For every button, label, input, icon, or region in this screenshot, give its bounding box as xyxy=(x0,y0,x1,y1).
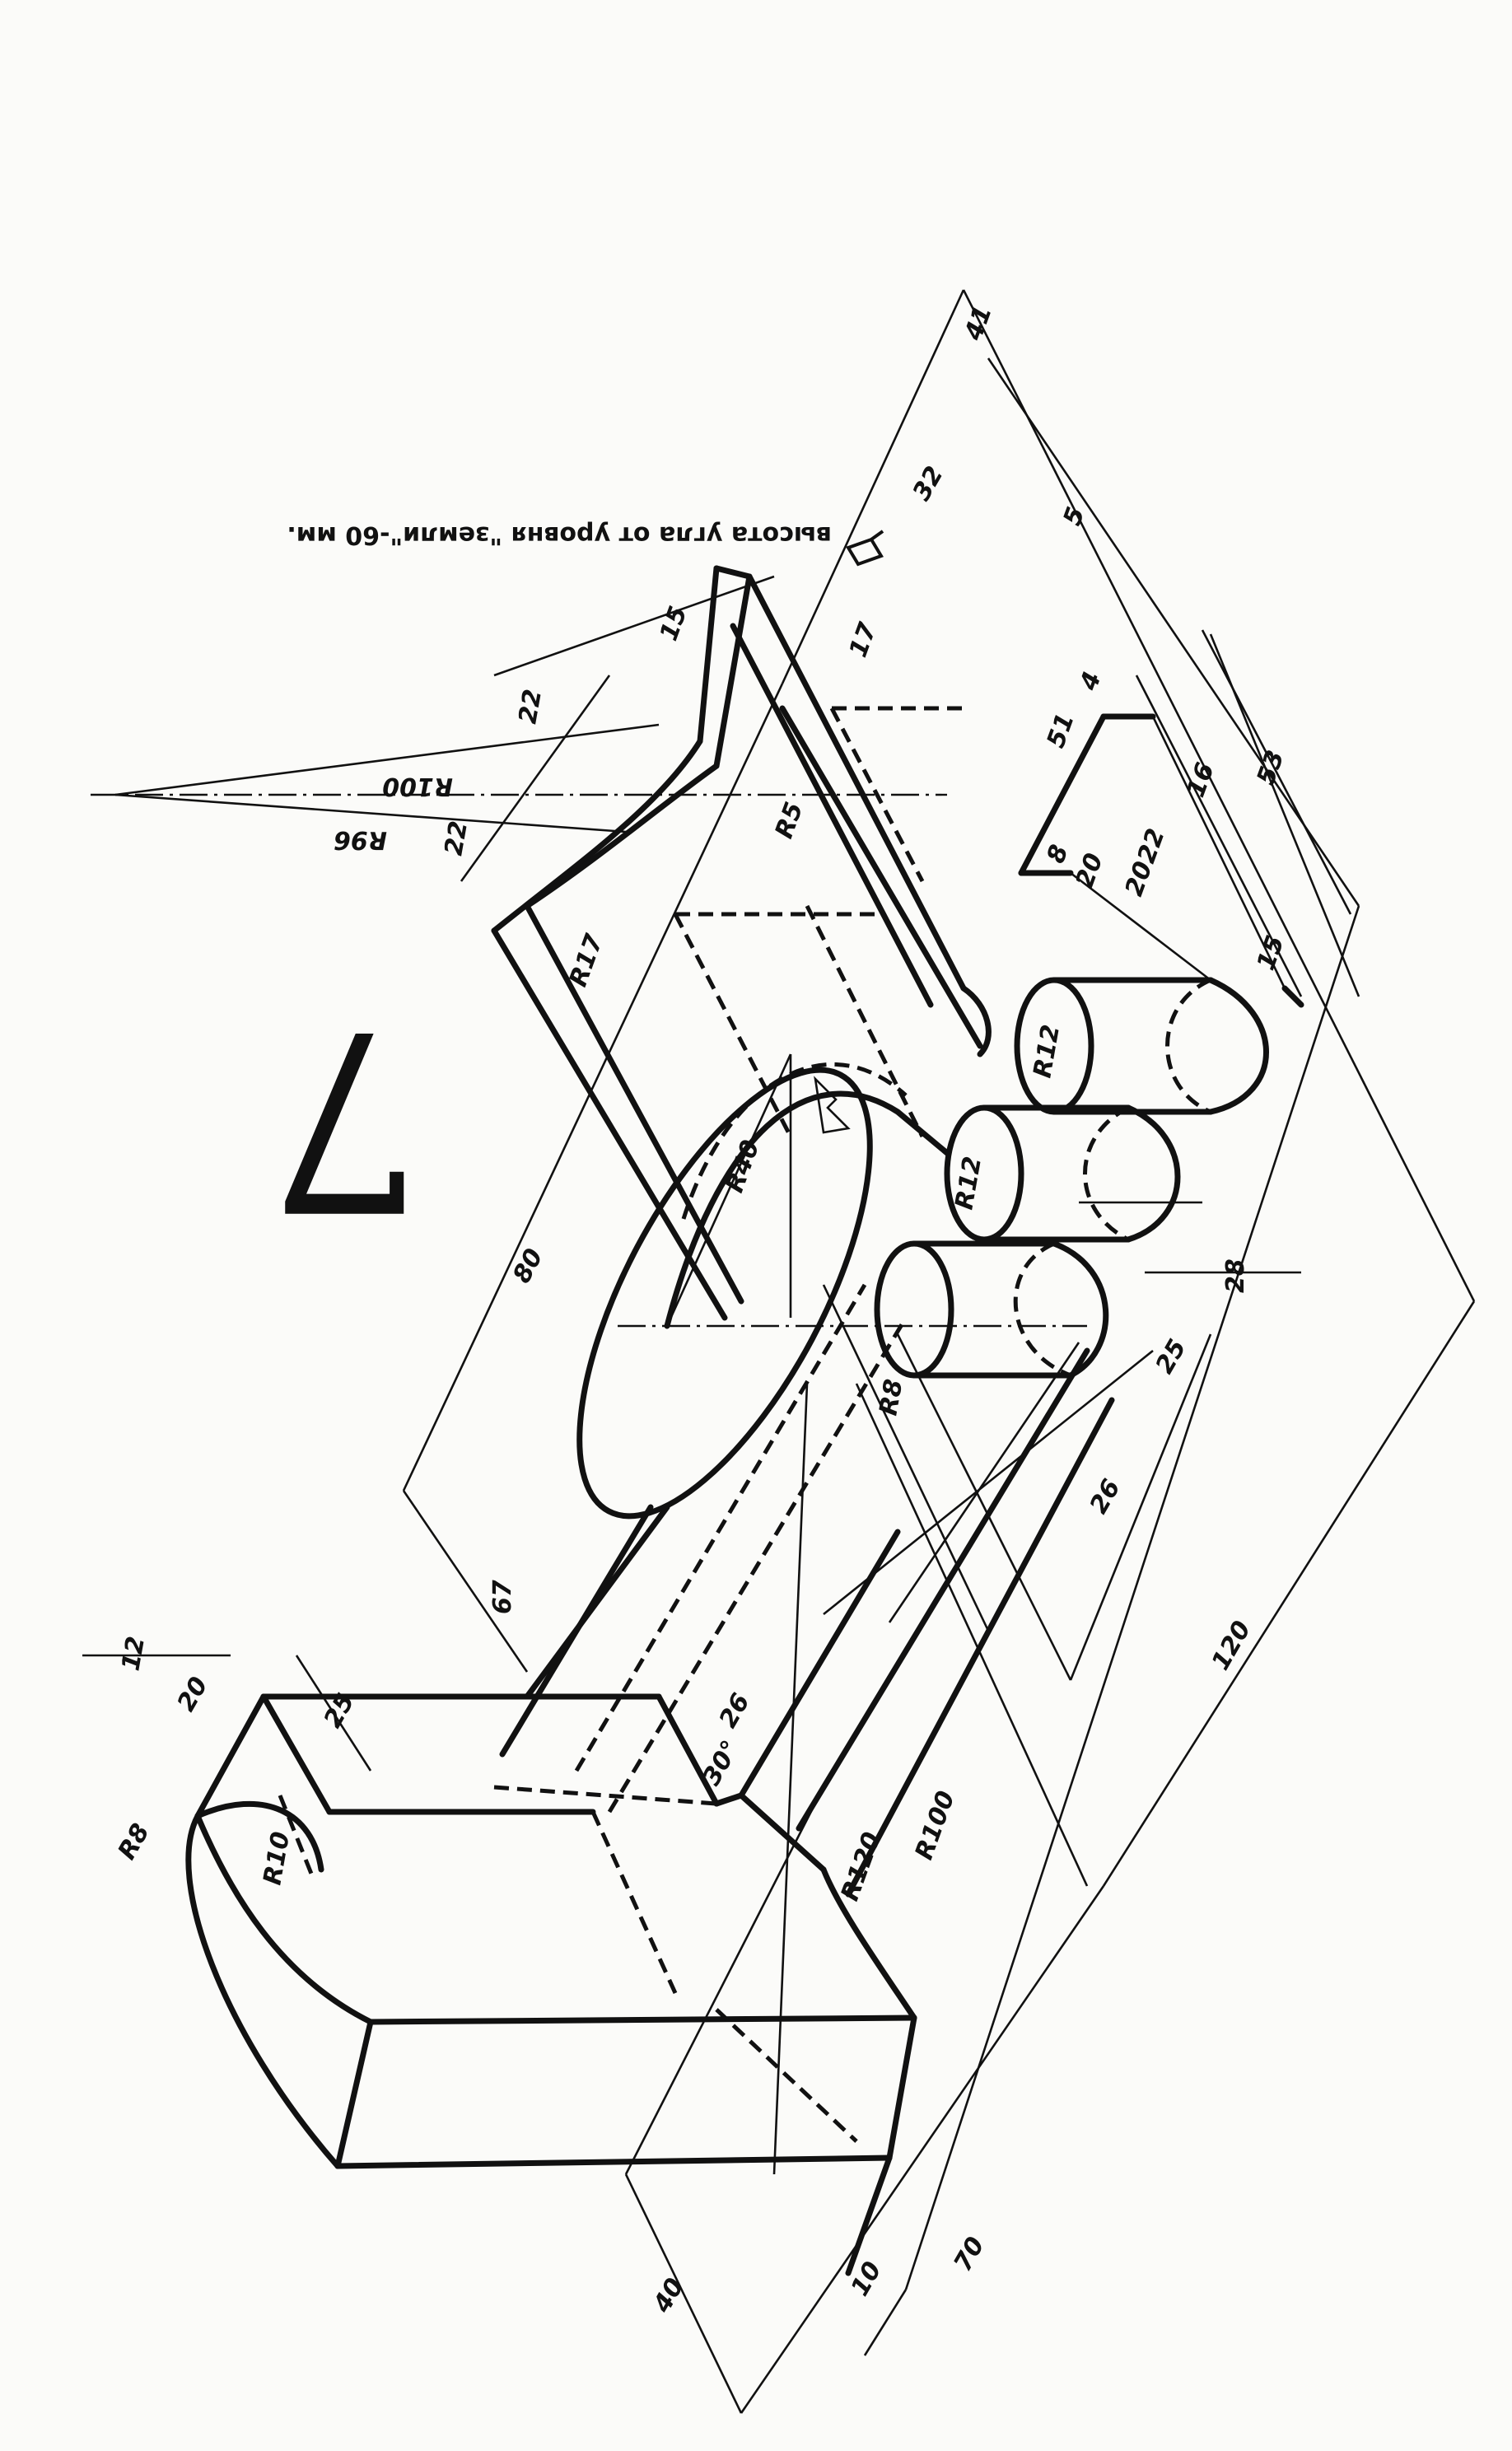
long-arm xyxy=(499,1283,1115,1898)
dim-r12: R12 xyxy=(950,1154,987,1211)
dim-80: 80 xyxy=(507,1244,549,1287)
overall-dimension-frame xyxy=(402,289,1476,2414)
dim-r100b: R100 xyxy=(382,772,453,801)
right-rail xyxy=(1018,713,1304,1008)
dim-51: 51 xyxy=(1042,710,1080,752)
dim-r10: R10 xyxy=(258,1829,296,1887)
dim-25: 25 xyxy=(1150,1334,1192,1379)
upper-curved-plate xyxy=(91,565,992,1321)
dim-26b: 26 xyxy=(714,1688,756,1733)
dim-r120: R120 xyxy=(836,1828,887,1905)
dim-4: 4 xyxy=(1074,668,1107,695)
pencil-icon xyxy=(846,530,884,567)
arrow-icon xyxy=(814,1076,851,1134)
svg-text:высота угла от уровня "земли"-: высота угла от уровня "земли"-60 мм. xyxy=(287,521,832,549)
dim-41: 41 xyxy=(959,302,998,345)
dim-120: 120 xyxy=(1206,1616,1258,1675)
dim-32: 32 xyxy=(908,461,950,506)
dim-40: 40 xyxy=(647,2273,690,2318)
dimension-lines xyxy=(82,575,1360,2175)
cylinders xyxy=(874,977,1269,1379)
sheet-number: 7 xyxy=(268,975,425,1263)
dim-16: 16 xyxy=(1182,759,1220,801)
dim-22: 22 xyxy=(513,687,548,726)
dim-17: 17 xyxy=(844,619,883,661)
dim-r8b: R8 xyxy=(113,1818,156,1865)
dim-r5: R5 xyxy=(770,798,810,842)
dim-15b: 15 xyxy=(655,603,693,645)
dimension-labels: 120 80 70 10 40 67 53 41 28 26 25 25 26 … xyxy=(113,302,1290,2318)
dim-70: 70 xyxy=(949,2232,991,2276)
dim-26: 26 xyxy=(1085,1474,1127,1519)
dim-r17: R17 xyxy=(564,931,609,991)
dim-20c: 20 xyxy=(1071,850,1109,892)
dim-r100: R100 xyxy=(910,1787,961,1864)
dim-67: 67 xyxy=(488,1580,517,1614)
cylinder-top-3 xyxy=(874,1240,954,1379)
dim-r8: R8 xyxy=(874,1377,908,1417)
dim-r40: R40 xyxy=(721,1137,766,1197)
dim-28: 28 xyxy=(1221,1258,1250,1293)
height-note: высота угла от уровня "земли"-60 мм. xyxy=(287,521,832,549)
dim-12: 12 xyxy=(116,1634,151,1673)
dim-r12b: R12 xyxy=(1028,1022,1066,1080)
dim-22b: 22 xyxy=(439,819,474,857)
dim-r96: R96 xyxy=(334,825,387,854)
dim-20: 20 xyxy=(172,1672,214,1716)
dim-8: 8 xyxy=(1042,841,1075,867)
left-end-block xyxy=(185,1693,917,2276)
dim-5: 5 xyxy=(1058,503,1091,530)
